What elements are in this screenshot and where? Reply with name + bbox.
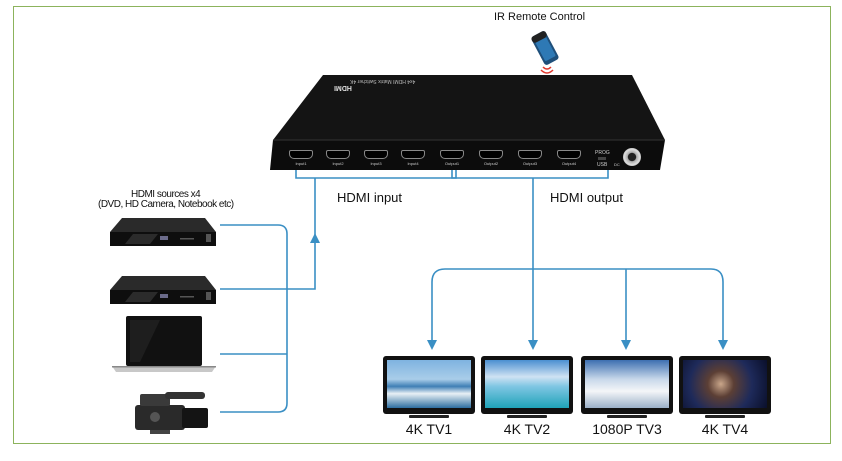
port-label: Output1 xyxy=(444,161,460,166)
input-bracket xyxy=(295,170,457,179)
tv-2 xyxy=(481,356,573,414)
usb-port xyxy=(598,157,606,160)
hdmi-port-input2 xyxy=(326,150,350,159)
diagram-frame xyxy=(13,6,831,444)
tv-1 xyxy=(383,356,475,414)
device-top-text: 4x4 HDMI Matrix Switcher 4K xyxy=(350,78,416,84)
power-connector-icon xyxy=(623,148,641,166)
tv-label: 4K TV2 xyxy=(503,421,551,437)
tv-4 xyxy=(679,356,771,414)
port-label: Input3 xyxy=(370,161,382,166)
service-port-top: PROG xyxy=(595,150,610,156)
ir-remote-label: IR Remote Control xyxy=(494,11,586,23)
port-label: Output2 xyxy=(483,161,499,166)
hdmi-output-label: HDMI output xyxy=(550,190,623,205)
sources-subtitle: (DVD, HD Camera, Notebook etc) xyxy=(98,199,234,210)
output-bracket xyxy=(451,170,609,179)
tv-stand xyxy=(705,415,745,418)
service-port-bottom: USB xyxy=(597,162,608,168)
hdmi-port-output2 xyxy=(479,150,503,159)
tv-screen-dolphin xyxy=(485,360,569,408)
arrow-tv3 xyxy=(621,340,631,350)
port-label: Output3 xyxy=(522,161,538,166)
tv-label: 4K TV1 xyxy=(405,421,453,437)
hdmi-port-input4 xyxy=(401,150,425,159)
source-line-1 xyxy=(220,224,288,413)
tv-label: 4K TV4 xyxy=(701,421,749,437)
arrow-tv4 xyxy=(718,340,728,350)
tv-3 xyxy=(581,356,673,414)
power-label: DC xyxy=(614,162,620,167)
sources-title: HDMI sources x4 xyxy=(131,189,201,200)
port-label: Output4 xyxy=(561,161,577,166)
tv-stand xyxy=(507,415,547,418)
input-arrow xyxy=(310,233,320,243)
hdmi-port-output1 xyxy=(440,150,464,159)
hdmi-port-input3 xyxy=(364,150,388,159)
tv-label: 1080P TV3 xyxy=(592,421,662,437)
tv-screen-woman xyxy=(683,360,767,408)
tv-stand xyxy=(607,415,647,418)
tv-screen-snowboarder xyxy=(585,360,669,408)
hdmi-input-label: HDMI input xyxy=(337,190,403,205)
hdmi-port-input1 xyxy=(289,150,313,159)
port-label: Input1 xyxy=(295,161,307,166)
port-label: Input4 xyxy=(407,161,419,166)
device-brand-text: HDMI xyxy=(334,84,352,91)
tv-screen-windsurfing xyxy=(387,360,471,408)
arrow-tv1 xyxy=(427,340,437,350)
output-distribution-line xyxy=(431,268,724,340)
port-label: Input2 xyxy=(332,161,344,166)
hdmi-port-output3 xyxy=(518,150,542,159)
input-feed-line xyxy=(287,178,316,290)
hdmi-port-output4 xyxy=(557,150,581,159)
tv-stand xyxy=(409,415,449,418)
arrow-tv2 xyxy=(528,340,538,350)
